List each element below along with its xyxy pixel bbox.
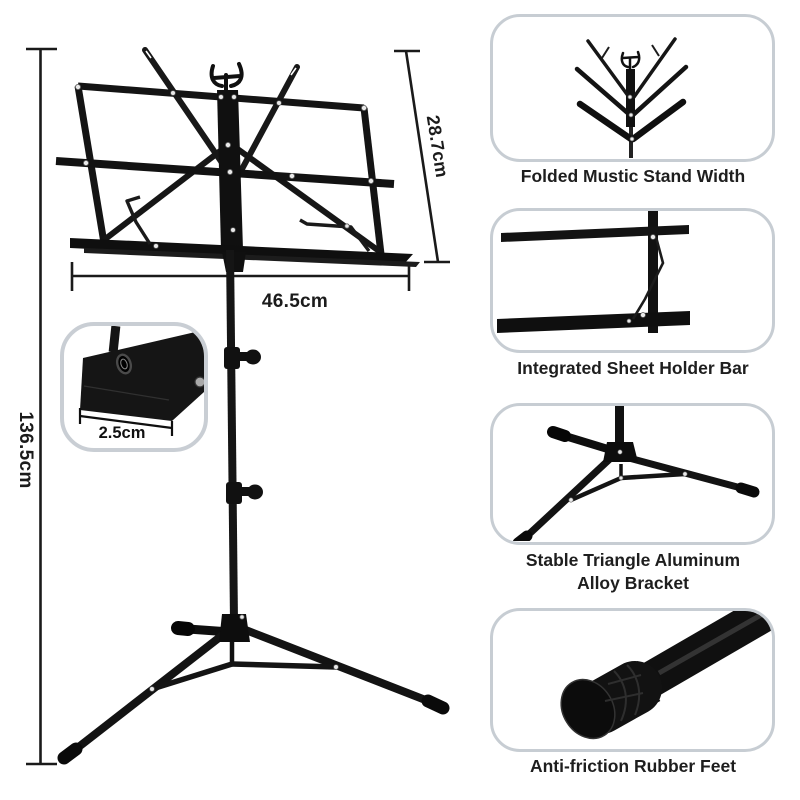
music-stand-illustration [26, 47, 450, 766]
folded-stand-illustration [574, 37, 689, 158]
feature-panel-tripod [490, 403, 775, 545]
screws [75, 84, 374, 692]
dimension-lines [26, 47, 450, 766]
height-clamp-upper [224, 347, 261, 369]
feature-panel-sheet-holder [490, 208, 775, 353]
dim-height-label: 136.5cm [15, 411, 36, 489]
height-clamp-lower [226, 482, 263, 504]
music-stand [55, 47, 450, 765]
ledge-closeup-inset: 2.5cm [60, 322, 208, 452]
left-page-clip [125, 195, 152, 245]
feature-caption-tripod: Stable Triangle Aluminum Alloy Bracket [478, 549, 788, 595]
tripod-illustration [512, 406, 760, 541]
feature-caption-tripod-line1: Stable Triangle Aluminum [525, 550, 741, 570]
feature-caption-folded-stand: Folded Mustic Stand Width [520, 166, 746, 186]
dim-ledge-depth-label: 2.5cm [98, 424, 146, 442]
dim-desk-width-label: 46.5cm [261, 291, 329, 312]
lyre-ornament [209, 62, 244, 92]
sheet-holder-illustration [497, 211, 690, 333]
feature-caption-rubber-foot: Anti-friction Rubber Feet [529, 756, 737, 776]
feature-caption-sheet-holder: Integrated Sheet Holder Bar [517, 358, 749, 378]
rubber-foot-illustration [560, 611, 771, 740]
tripod-base [57, 614, 450, 765]
feature-caption-tripod-line2: Alloy Bracket [577, 573, 689, 593]
ledge-dimension-line [78, 408, 174, 436]
right-page-clip [299, 218, 371, 253]
feature-panel-rubber-foot [490, 608, 775, 752]
ledge-closeup-illustration [78, 326, 204, 436]
feature-panel-folded-stand [490, 14, 775, 162]
